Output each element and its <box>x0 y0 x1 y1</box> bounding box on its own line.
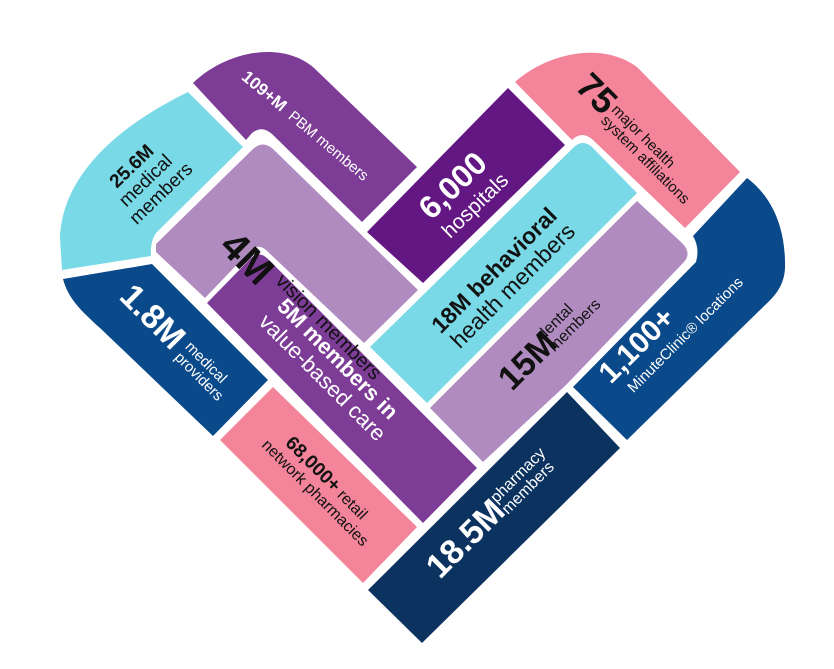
tile-vision-members <box>156 144 418 343</box>
tile-value-based <box>207 254 477 523</box>
tile-affiliations <box>515 52 740 228</box>
tile-pbm-members <box>193 52 417 222</box>
tile-dental <box>430 201 688 462</box>
tile-pharmacies <box>220 387 417 583</box>
tile-behavioral <box>370 143 637 403</box>
tile-pharmacy-members <box>368 392 620 643</box>
tile-medical-members <box>60 92 243 270</box>
tile-minuteclinic <box>573 178 786 440</box>
tile-providers <box>63 264 268 436</box>
tile-hospitals <box>367 88 565 283</box>
